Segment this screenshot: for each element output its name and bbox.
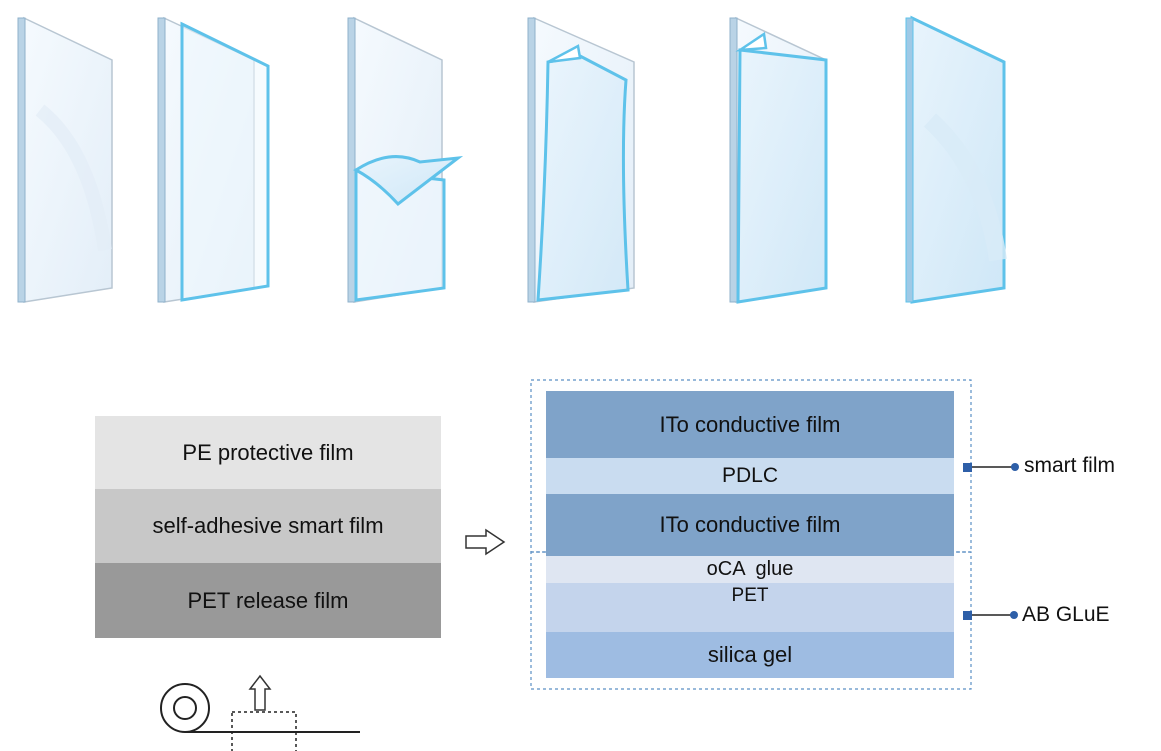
self-adhesive-smart-film-layer: self-adhesive smart film	[95, 489, 441, 563]
pet-label: PET	[731, 585, 769, 606]
oca-glue-label: oCA glue	[706, 558, 794, 580]
ito-conductive-film-bottom-layer: ITo conductive film	[546, 494, 954, 556]
pet-release-film-label: PET release film	[187, 587, 349, 613]
step-5-corner-lifted	[729, 16, 828, 304]
step-3-corner-peeling	[347, 16, 464, 303]
right-arrow-icon	[465, 528, 506, 556]
film-roll-icon	[160, 683, 360, 751]
pet-release-film-layer: PET release film	[95, 563, 441, 638]
pe-protective-film-layer: PE protective film	[95, 416, 441, 489]
step-6-film-applied	[905, 15, 1007, 304]
silica-gel-label: silica gel	[707, 642, 793, 667]
ito-conductive-film-top-label: ITo conductive film	[659, 411, 841, 437]
step-4-top-peeled	[527, 16, 635, 303]
pdlc-layer: PDLC	[546, 458, 954, 494]
smart-film-callout-label: smart film	[1024, 454, 1115, 477]
smart-film-callout-connector	[963, 463, 1019, 472]
step-1-glass-panel	[17, 16, 113, 303]
step-2-film-aligned	[157, 16, 270, 303]
ab-glue-callout-label: AB GLuE	[1022, 603, 1110, 626]
up-arrow-icon	[248, 674, 272, 711]
ito-conductive-film-top-layer: ITo conductive film	[546, 391, 954, 458]
ito-conductive-film-bottom-label: ITo conductive film	[659, 512, 841, 537]
pdlc-label: PDLC	[721, 464, 779, 487]
silica-gel-layer: silica gel	[546, 632, 954, 678]
pet-layer: PET	[546, 583, 954, 632]
ab-glue-callout-connector	[963, 611, 1018, 620]
pe-protective-film-label: PE protective film	[182, 439, 354, 465]
self-adhesive-smart-film-label: self-adhesive smart film	[152, 513, 384, 538]
oca-glue-layer: oCA glue	[546, 556, 954, 583]
